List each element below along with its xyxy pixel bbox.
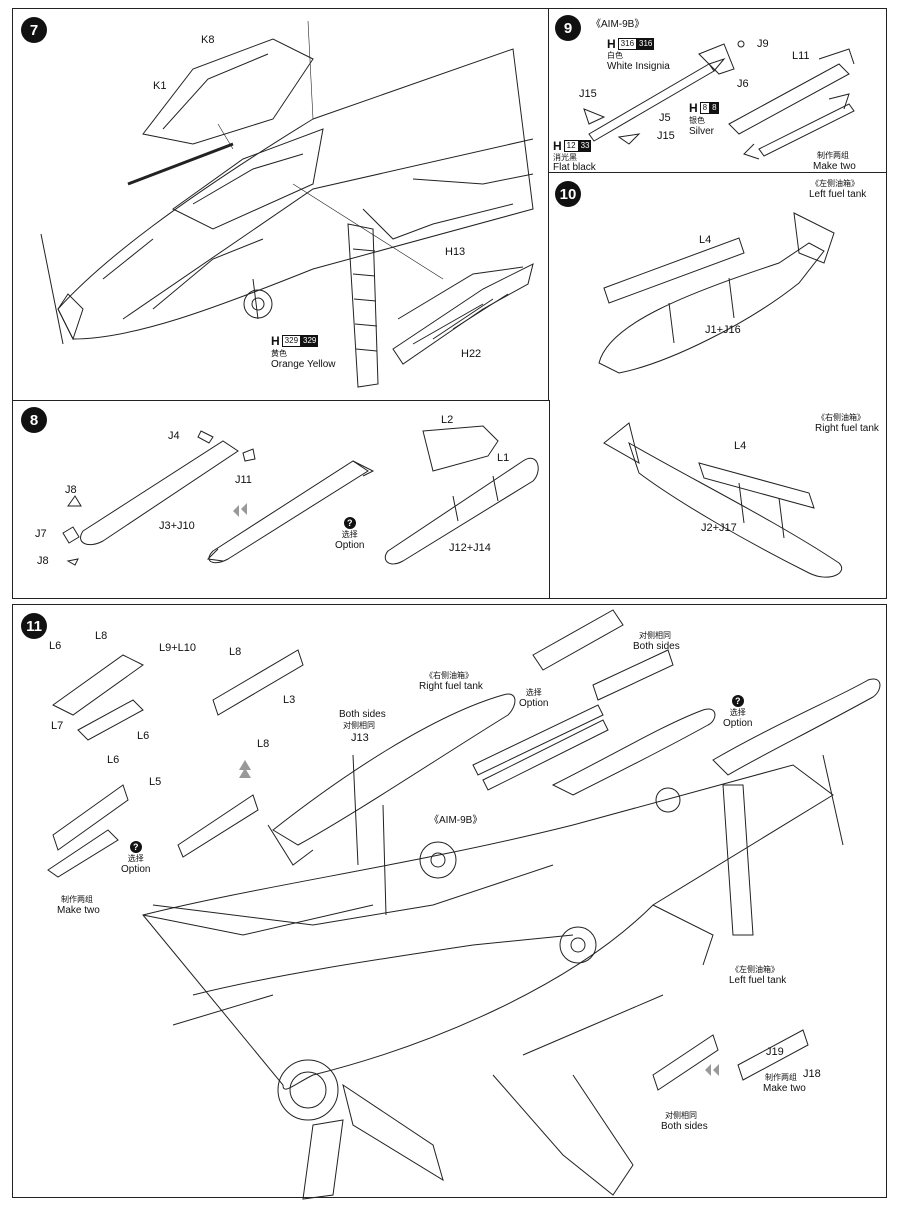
step-7-panel: 7 bbox=[12, 8, 550, 401]
part-label-l7: L7 bbox=[51, 720, 64, 732]
left-tank-cn: 《左侧油箱》 bbox=[731, 965, 779, 974]
both-sides-en-top: Both sides bbox=[633, 641, 680, 652]
part-label-l4-right: L4 bbox=[734, 440, 747, 452]
part-label-j18: J18 bbox=[803, 1068, 821, 1080]
part-label-j9: J9 bbox=[757, 38, 769, 50]
step-9-panel: 9 《AIM-9B》 J9 J6 J15 J5 J15 L11 H 316 31… bbox=[548, 8, 887, 173]
make-two-en: Make two bbox=[813, 161, 856, 172]
part-label-l5: L5 bbox=[149, 776, 162, 788]
make-two-en-right: Make two bbox=[763, 1083, 806, 1094]
part-label-j2-j17: J2+J17 bbox=[701, 522, 737, 534]
right-tank-en: Right fuel tank bbox=[419, 681, 483, 692]
right-tank-cn: 《右侧油箱》 bbox=[817, 413, 865, 422]
part-label-l6-c: L6 bbox=[107, 754, 120, 766]
option-marker-step-11-right: ? 选择 Option bbox=[723, 695, 753, 729]
left-tank-en: Left fuel tank bbox=[809, 189, 867, 200]
part-label-j8-bottom: J8 bbox=[37, 555, 49, 567]
step-11-badge: 11 bbox=[21, 613, 47, 639]
paint-name-en: Orange Yellow bbox=[271, 359, 336, 370]
fuel-tanks-drawing bbox=[549, 173, 888, 600]
step-9-title: 《AIM-9B》 bbox=[591, 19, 645, 30]
option-marker-step-11-left: ? 选择 Option bbox=[121, 841, 151, 875]
part-label-l4-left: L4 bbox=[699, 234, 712, 246]
paint-callout-silver: H 8 8 bbox=[689, 101, 719, 115]
part-label-l3: L3 bbox=[283, 694, 296, 706]
step-8-badge: 8 bbox=[21, 407, 47, 433]
both-sides-cn-bottom: 对侧相同 bbox=[665, 1111, 697, 1120]
part-label-l8-top: L8 bbox=[95, 630, 108, 642]
paint-white-en: White Insignia bbox=[607, 61, 670, 72]
part-label-j12-j14: J12+J14 bbox=[449, 542, 491, 554]
part-label-j5: J5 bbox=[659, 112, 671, 124]
part-label-j15-bottom: J15 bbox=[657, 130, 675, 142]
option-question-icon: ? bbox=[343, 517, 356, 529]
part-label-j11: J11 bbox=[235, 474, 252, 486]
option-marker-step-8: ? 选择 Option bbox=[335, 517, 365, 551]
both-sides-en-left: Both sides bbox=[339, 709, 386, 720]
step-7-aircraft-nose-drawing bbox=[13, 9, 551, 402]
step-7-badge: 7 bbox=[21, 17, 47, 43]
aim-9b-missile-drawing bbox=[549, 9, 888, 174]
part-label-l6-a: L6 bbox=[49, 640, 62, 652]
both-sides-cn-top: 对侧相同 bbox=[639, 631, 671, 640]
option-question-icon: ? bbox=[129, 841, 142, 853]
part-label-h13: H13 bbox=[445, 246, 466, 258]
option-question-icon: ? bbox=[731, 695, 744, 707]
part-label-l8-low: L8 bbox=[257, 738, 270, 750]
option-marker-step-11-middle: 选择 Option bbox=[519, 688, 549, 709]
make-two-cn: 制作两组 bbox=[817, 151, 849, 160]
part-label-j13: J13 bbox=[351, 732, 369, 744]
step-11-panel: 11 bbox=[12, 604, 887, 1198]
pods-drawing bbox=[13, 401, 551, 600]
part-label-l6-b: L6 bbox=[137, 730, 150, 742]
make-two-en: Make two bbox=[57, 905, 100, 916]
part-label-h22: H22 bbox=[461, 348, 482, 360]
paint-white-cn: 白色 bbox=[607, 51, 623, 60]
part-label-k1: K1 bbox=[153, 80, 167, 92]
make-two-cn-right: 制作两组 bbox=[765, 1073, 797, 1082]
paint-callout-white: H 316 316 bbox=[607, 37, 655, 51]
part-label-j6: J6 bbox=[737, 78, 749, 90]
part-label-l9-l10: L9+L10 bbox=[159, 642, 197, 654]
paint-callout-orange-yellow: H 329 329 bbox=[271, 334, 319, 348]
step-10-panel: 10 《左侧油箱》 Left fuel tank 《右侧油箱》 Right fu… bbox=[548, 172, 887, 599]
make-two-cn: 制作两组 bbox=[61, 895, 93, 904]
part-label-j4: J4 bbox=[168, 430, 180, 442]
part-label-j8-top: J8 bbox=[65, 484, 77, 496]
right-tank-en: Right fuel tank bbox=[815, 423, 879, 434]
aircraft-underside-drawing bbox=[13, 605, 888, 1199]
step-10-badge: 10 bbox=[555, 181, 581, 207]
part-label-j3-j10: J3+J10 bbox=[159, 520, 195, 532]
right-tank-cn: 《右侧油箱》 bbox=[425, 671, 473, 680]
part-label-j19: J19 bbox=[766, 1046, 784, 1058]
paint-black-en: Flat black bbox=[553, 162, 596, 173]
left-tank-en: Left fuel tank bbox=[729, 975, 787, 986]
part-label-l8-mid: L8 bbox=[229, 646, 242, 658]
paint-name-cn: 黄色 bbox=[271, 349, 287, 358]
step-9-badge: 9 bbox=[555, 15, 581, 41]
paint-callout-flat-black: H 12 33 bbox=[553, 139, 592, 153]
part-label-j15-top: J15 bbox=[579, 88, 597, 100]
paint-black-cn: 消光黑 bbox=[553, 153, 577, 162]
step-8-panel: 8 J4 J11 J8 J7 J8 J3+J10 L2 L1 J12+J14 ?… bbox=[12, 400, 550, 599]
both-sides-en-bottom: Both sides bbox=[661, 1121, 708, 1132]
aim-9b-label: 《AIM-9B》 bbox=[429, 815, 483, 826]
part-label-l1: L1 bbox=[497, 452, 510, 464]
part-label-j7: J7 bbox=[35, 528, 47, 540]
both-sides-cn-left: 对侧相同 bbox=[343, 721, 375, 730]
paint-silver-en: Silver bbox=[689, 126, 715, 137]
part-label-j1-j16: J1+J16 bbox=[705, 324, 741, 336]
left-tank-cn: 《左侧油箱》 bbox=[811, 179, 859, 188]
part-label-k8: K8 bbox=[201, 34, 215, 46]
part-label-l11: L11 bbox=[792, 50, 810, 62]
part-label-l2: L2 bbox=[441, 414, 454, 426]
paint-silver-cn: 银色 bbox=[689, 116, 705, 125]
